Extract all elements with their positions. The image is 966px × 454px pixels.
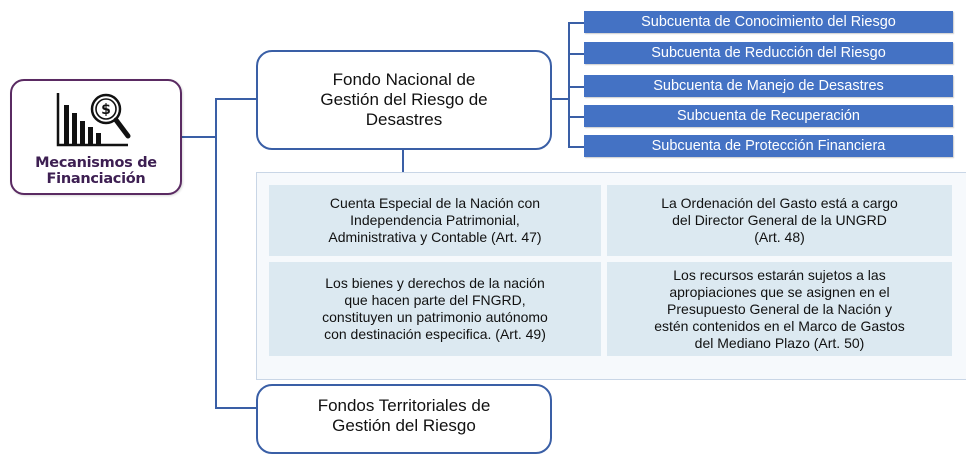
connector-to-territorial-fund <box>215 407 257 409</box>
subaccount-reduction: Subcuenta de Reducción del Riesgo <box>584 42 953 64</box>
connector-root-trunk <box>182 136 216 138</box>
connector-subaccount-3 <box>568 86 585 88</box>
connector-subaccount-5 <box>568 146 585 148</box>
subaccount-financial-protection: Subcuenta de Protección Financiera <box>584 135 953 157</box>
national-fund-node: Fondo Nacional de Gestión del Riesgo de … <box>256 50 552 150</box>
subaccount-knowledge: Subcuenta de Conocimiento del Riesgo <box>584 11 953 33</box>
root-label: Mecanismos de Financiación <box>35 155 157 187</box>
svg-text:$: $ <box>101 102 111 118</box>
connector-subaccount-spine <box>568 22 570 148</box>
articles-panel: Cuenta Especial de la Nación con Indepen… <box>256 172 966 380</box>
article-50-cell: Los recursos estarán sujetos a las aprop… <box>607 262 952 356</box>
connector-subaccount-2 <box>568 53 585 55</box>
connector-to-national-fund <box>215 98 257 100</box>
financial-analysis-icon: $ <box>54 91 136 149</box>
connector-subaccount-4 <box>568 116 585 118</box>
article-48-cell: La Ordenación del Gasto está a cargo del… <box>607 185 952 256</box>
subaccount-recovery: Subcuenta de Recuperación <box>584 105 953 127</box>
connector-national-to-panel <box>402 150 404 173</box>
connector-vertical-trunk <box>215 98 217 409</box>
connector-subaccount-1 <box>568 22 585 24</box>
root-node: $ Mecanismos de Financiación <box>10 79 182 195</box>
territorial-fund-node: Fondos Territoriales de Gestión del Ries… <box>256 384 552 454</box>
connector-national-to-subaccounts <box>552 98 569 100</box>
article-49-cell: Los bienes y derechos de la nación que h… <box>269 262 601 356</box>
subaccount-disaster-management: Subcuenta de Manejo de Desastres <box>584 75 953 97</box>
article-47-cell: Cuenta Especial de la Nación con Indepen… <box>269 185 601 256</box>
